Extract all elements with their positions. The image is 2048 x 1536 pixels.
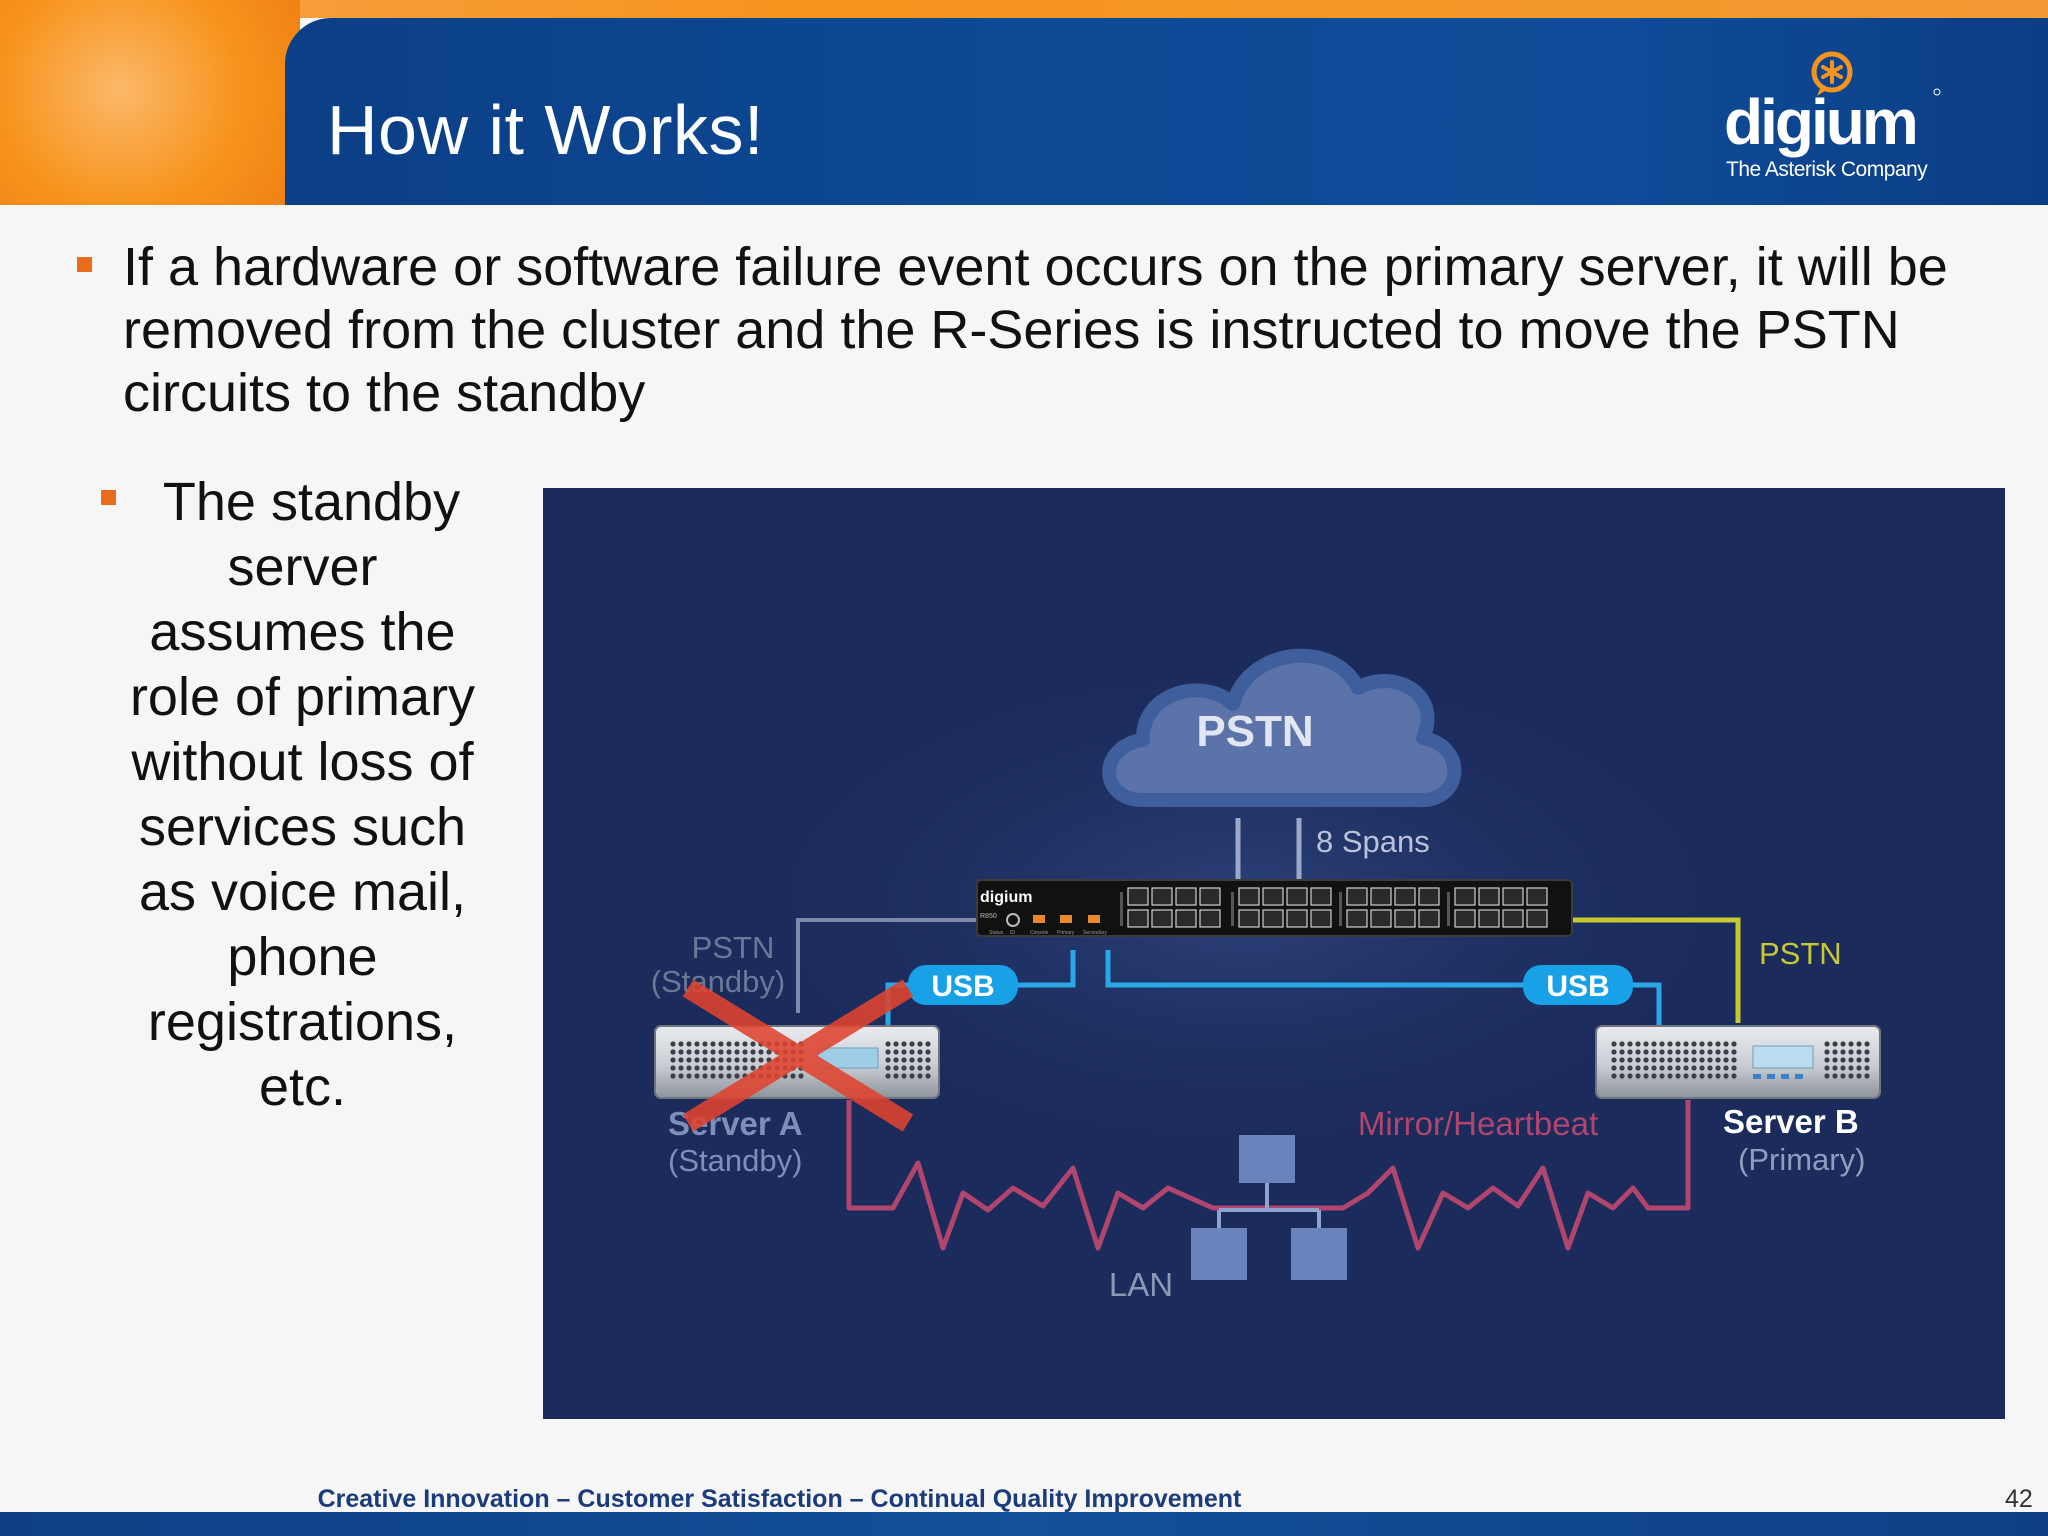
- bullet-marker: [77, 257, 92, 272]
- rj45-port: [1478, 909, 1500, 928]
- server-b: [1595, 1025, 1881, 1099]
- header-blue-band: [285, 18, 2048, 205]
- usb-badge-left: USB: [908, 965, 1018, 1005]
- header-orange-block: [0, 0, 300, 205]
- bullet-side-line: The standby: [162, 472, 461, 532]
- server-b-role: (Primary): [1738, 1142, 1865, 1177]
- r-series-device: digium R850 Status ID Console Primary Se…: [976, 879, 1573, 937]
- rj45-port: [1199, 909, 1221, 928]
- usb-badge-right: USB: [1523, 965, 1633, 1005]
- page-number: 42: [2005, 1485, 2033, 1513]
- footer-bar: [0, 1512, 2048, 1536]
- rj45-port: [1238, 909, 1260, 928]
- rj45-port: [1418, 909, 1440, 928]
- rj45-port: [1151, 887, 1173, 906]
- svg-text:ID: ID: [1010, 930, 1015, 936]
- device-brand: digium: [980, 889, 1032, 906]
- rj45-port: [1478, 887, 1500, 906]
- server-b-name: Server B: [1723, 1103, 1859, 1140]
- rj45-port: [1238, 887, 1260, 906]
- pstn-cloud: PSTN: [1102, 648, 1462, 808]
- pstn-standby-line: [796, 918, 977, 1013]
- rj45-port: [1346, 887, 1368, 906]
- rj45-ports: [1120, 887, 1548, 928]
- footer-tagline: Creative Innovation – Customer Satisfact…: [317, 1485, 1242, 1513]
- rj45-port: [1175, 887, 1197, 906]
- bullet-side-line: etc.: [258, 1057, 347, 1117]
- digium-logo: digium: [1722, 48, 1947, 188]
- bullet-side-line: server: [227, 537, 378, 597]
- spans-label: 8 Spans: [1316, 824, 1430, 859]
- svg-text:Status: Status: [989, 930, 1004, 936]
- svg-text:USB: USB: [1546, 970, 1609, 1003]
- device-port-labels: Status ID Console Primary Secondary: [989, 930, 1107, 936]
- bullet-marker: [101, 490, 116, 505]
- rj45-port: [1454, 887, 1476, 906]
- header-orange-strip: [0, 0, 2048, 18]
- rj45-port: [1526, 887, 1548, 906]
- slide-title: How it Works!: [327, 91, 764, 169]
- svg-text:Console: Console: [1030, 930, 1049, 936]
- rj45-port: [1199, 887, 1221, 906]
- rj45-port: [1502, 887, 1524, 906]
- rj45-port: [1418, 887, 1440, 906]
- rj45-port: [1346, 909, 1368, 928]
- rj45-port: [1454, 909, 1476, 928]
- mirror-heartbeat-label: Mirror/Heartbeat: [1358, 1105, 1598, 1142]
- span-lines: [1235, 818, 1302, 880]
- device-status-leds: [1033, 915, 1100, 923]
- rj45-port: [1370, 887, 1392, 906]
- rj45-port: [1286, 909, 1308, 928]
- logo-wordmark: digium: [1724, 86, 1916, 158]
- rj45-port: [1286, 887, 1308, 906]
- bullet-side-line: phone: [227, 927, 378, 987]
- rj45-port: [1262, 887, 1284, 906]
- bullet-side-line: as voice mail,: [138, 862, 467, 922]
- lan-label: LAN: [1109, 1266, 1173, 1303]
- server-b-vents: [1611, 1041, 1737, 1079]
- bullet-side-line: registrations,: [147, 992, 458, 1052]
- bullet-side-line: role of primary: [129, 667, 476, 727]
- svg-text:USB: USB: [931, 970, 994, 1003]
- rj45-port: [1310, 909, 1332, 928]
- failure-x-mark: [682, 979, 914, 1132]
- svg-text:Secondary: Secondary: [1083, 930, 1107, 936]
- rj45-port: [1370, 909, 1392, 928]
- rj45-port: [1175, 909, 1197, 928]
- rj45-port: [1262, 909, 1284, 928]
- svg-text:Primary: Primary: [1057, 930, 1075, 936]
- logo-tagline: The Asterisk Company: [1726, 158, 1928, 181]
- device-model: R850: [980, 913, 997, 920]
- rj45-port: [1526, 909, 1548, 928]
- rj45-port: [1394, 909, 1416, 928]
- bullet-text-main: If a hardware or software failure event …: [123, 237, 1948, 423]
- rj45-port: [1127, 887, 1149, 906]
- pstn-standby-sub: (Standby): [651, 964, 785, 999]
- cloud-label: PSTN: [1196, 707, 1313, 756]
- pstn-standby-label: PSTN: [692, 930, 775, 965]
- bullet-text-side: The standby server assumes the role of p…: [100, 470, 505, 1120]
- rj45-port: [1127, 909, 1149, 928]
- slide-header: How it Works! digium The Asterisk Compan…: [0, 0, 2048, 205]
- rj45-port: [1502, 909, 1524, 928]
- failover-diagram: PSTN 8 Spans PSTN (Standby) PSTN USB USB: [543, 488, 2005, 1419]
- pstn-primary-line: [1571, 917, 1741, 1023]
- bullet-side-line: assumes the: [149, 602, 456, 662]
- server-a-name: Server A: [668, 1105, 803, 1142]
- rj45-port: [1310, 887, 1332, 906]
- pstn-right-label: PSTN: [1759, 936, 1842, 971]
- rj45-port: [1394, 887, 1416, 906]
- lan-network: [1191, 1135, 1347, 1280]
- bullet-side-line: services such: [138, 797, 467, 857]
- rj45-port: [1151, 909, 1173, 928]
- server-a-role: (Standby): [668, 1143, 802, 1178]
- bullet-side-line: without loss of: [131, 732, 474, 792]
